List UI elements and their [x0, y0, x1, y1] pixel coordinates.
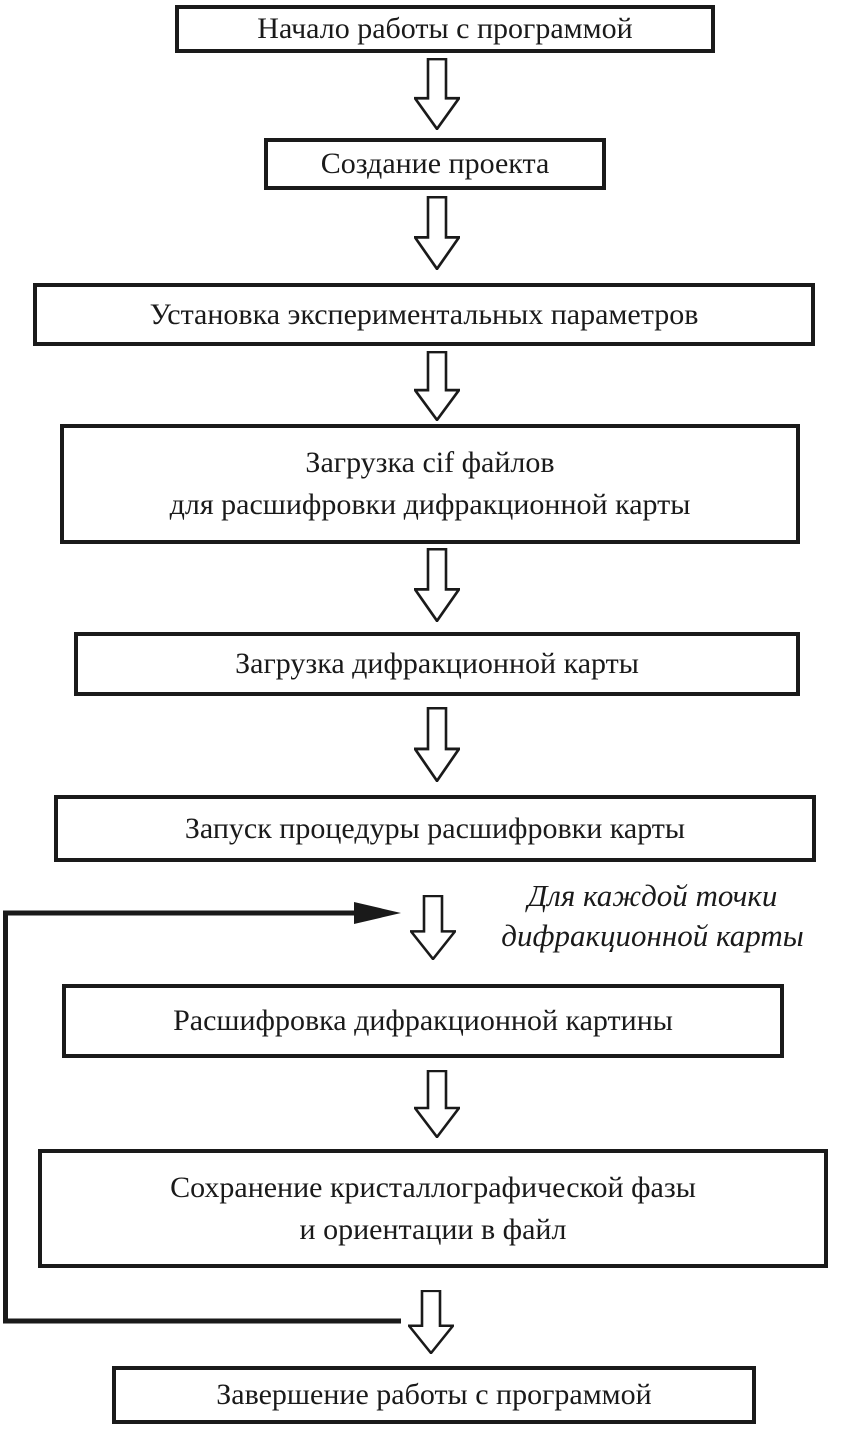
flow-box-load-map-label: Загрузка дифракционной карты	[235, 647, 639, 680]
loop-annotation: Для каждой точки дифракционной карты	[455, 876, 850, 956]
loop-arrow-icon	[3, 902, 401, 1324]
flow-box-start: Начало работы с программой	[175, 5, 715, 53]
down-arrow-icon-8	[408, 1290, 454, 1354]
down-arrow-icon-6	[410, 895, 456, 960]
flow-box-create-project-label: Создание проекта	[320, 147, 550, 180]
down-arrow-icon-4	[414, 548, 460, 622]
down-arrow-icon-5	[414, 707, 460, 782]
down-arrow-icon-2	[414, 196, 460, 270]
flow-box-decode-pattern-label: Расшифровка дифракционной картины	[173, 1004, 673, 1037]
flow-box-save-phase-line2: и ориентации в файл	[299, 1212, 567, 1246]
flow-box-create-project: Создание проекта	[264, 138, 606, 190]
flow-box-decode-pattern: Расшифровка дифракционной картины	[62, 984, 784, 1058]
down-arrow-icon-3	[414, 351, 460, 421]
flow-box-load-cif-line2: для расшифровки дифракционной карты	[169, 488, 691, 521]
flow-box-finish-label: Завершение работы с программой	[216, 1378, 652, 1411]
flow-box-set-params-label: Установка экспериментальных параметров	[149, 297, 699, 331]
flow-box-load-map: Загрузка дифракционной карты	[74, 632, 800, 696]
loop-annotation-line2: дифракционной карты	[501, 918, 804, 953]
flow-box-save-phase: Сохранение кристаллографической фазы и о…	[38, 1149, 828, 1268]
flow-box-load-cif-line1: Загрузка cif файлов	[305, 446, 555, 479]
loop-annotation-line1: Для каждой точки	[527, 878, 778, 913]
flow-box-run-decode: Запуск процедуры расшифровки карты	[54, 795, 816, 862]
flow-box-load-cif: Загрузка cif файлов для расшифровки дифр…	[60, 424, 800, 544]
flow-box-save-phase-line1: Сохранение кристаллографической фазы	[170, 1170, 696, 1204]
flow-box-finish: Завершение работы с программой	[112, 1366, 756, 1424]
down-arrow-icon-1	[414, 58, 460, 130]
flow-box-set-params: Установка экспериментальных параметров	[33, 283, 815, 346]
flow-box-run-decode-label: Запуск процедуры расшифровки карты	[184, 811, 686, 845]
down-arrow-icon-7	[414, 1070, 460, 1138]
flow-box-start-label: Начало работы с программой	[257, 12, 633, 45]
